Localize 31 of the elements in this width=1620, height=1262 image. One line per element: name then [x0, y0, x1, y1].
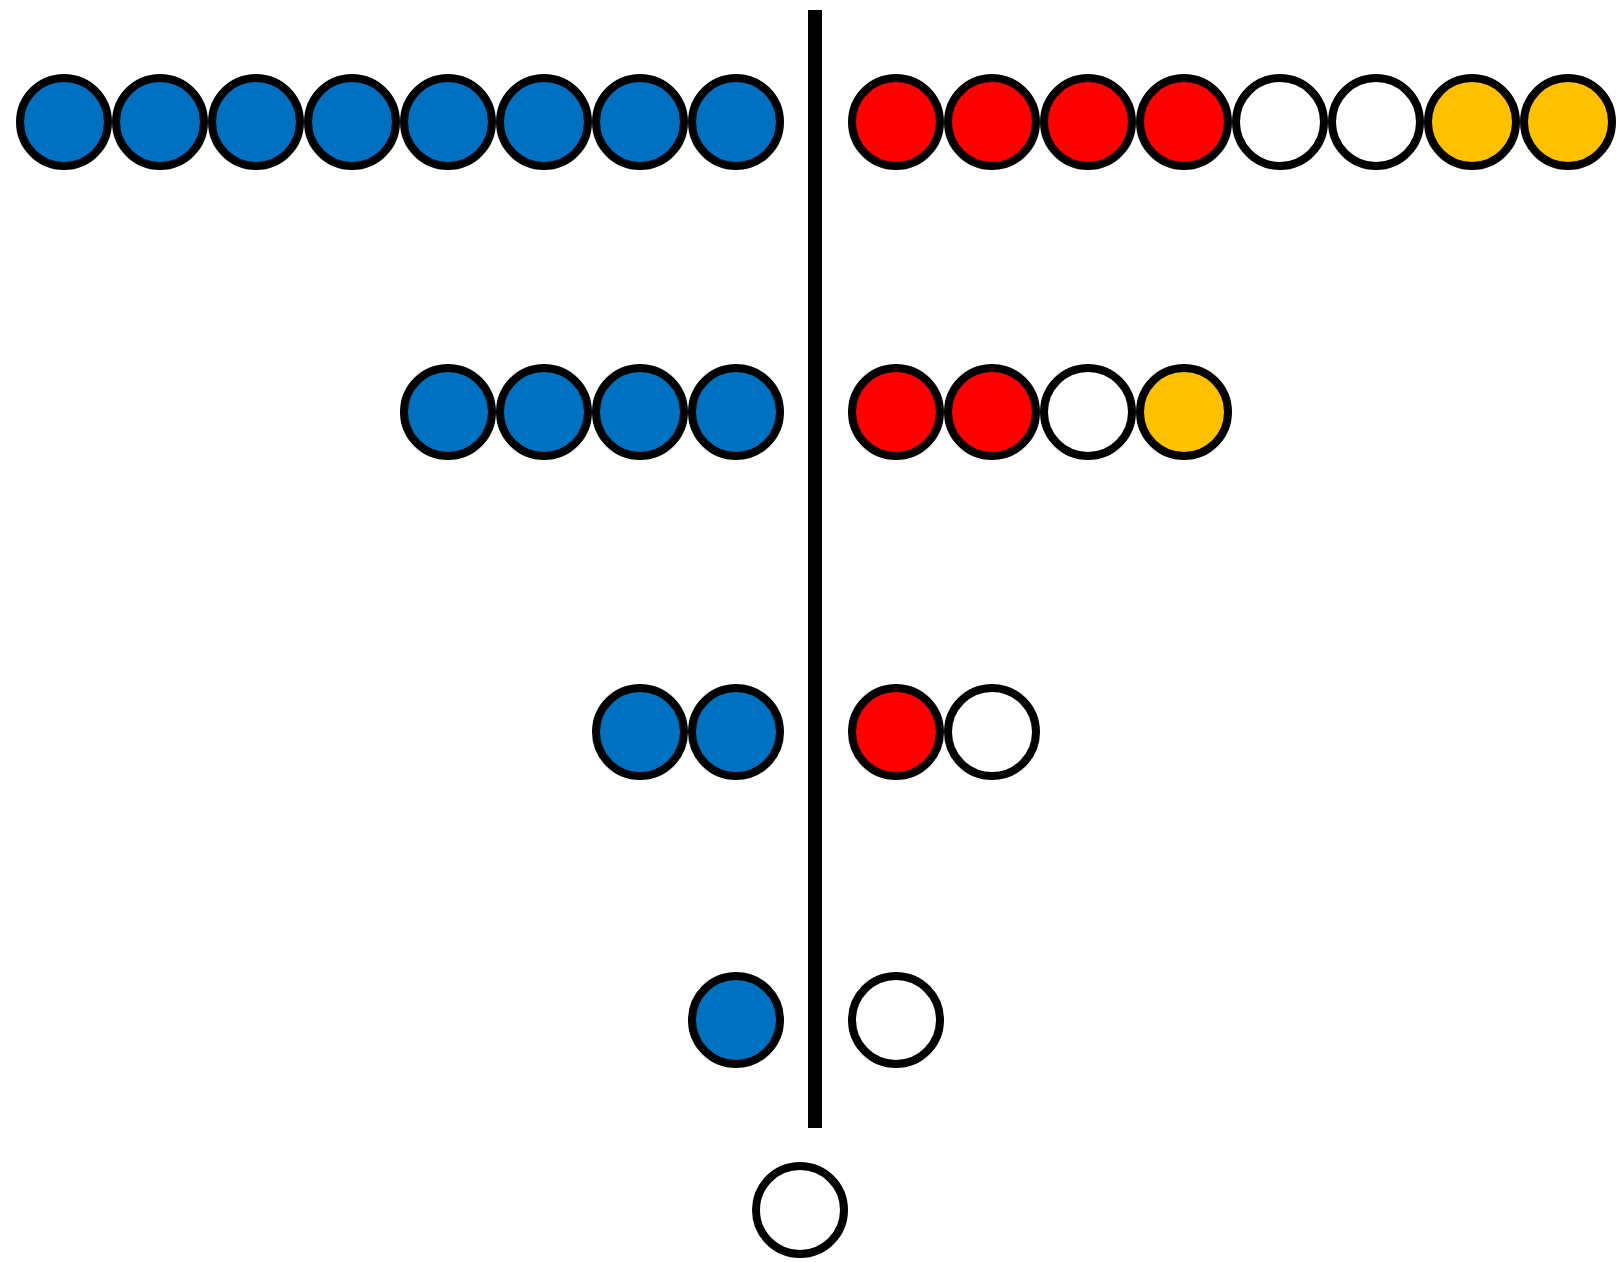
circle: [688, 972, 784, 1068]
circle: [848, 74, 944, 170]
circle: [848, 972, 944, 1068]
circle: [1136, 74, 1232, 170]
circle: [688, 684, 784, 780]
circle: [752, 1162, 848, 1258]
circle: [688, 74, 784, 170]
circle: [208, 74, 304, 170]
circle: [1232, 74, 1328, 170]
circle: [944, 74, 1040, 170]
circle: [112, 74, 208, 170]
circle: [1040, 74, 1136, 170]
circle: [848, 364, 944, 460]
circle: [848, 684, 944, 780]
circle: [400, 74, 496, 170]
circle: [16, 74, 112, 170]
circle: [592, 364, 688, 460]
circle: [400, 364, 496, 460]
circle: [1040, 364, 1136, 460]
circle: [304, 74, 400, 170]
circle: [944, 684, 1040, 780]
circle: [1328, 74, 1424, 170]
circle: [496, 364, 592, 460]
circle: [1424, 74, 1520, 170]
circle: [1136, 364, 1232, 460]
circle: [592, 684, 688, 780]
circle: [688, 364, 784, 460]
circle: [496, 74, 592, 170]
circle: [944, 364, 1040, 460]
circle: [592, 74, 688, 170]
circle: [1520, 74, 1616, 170]
